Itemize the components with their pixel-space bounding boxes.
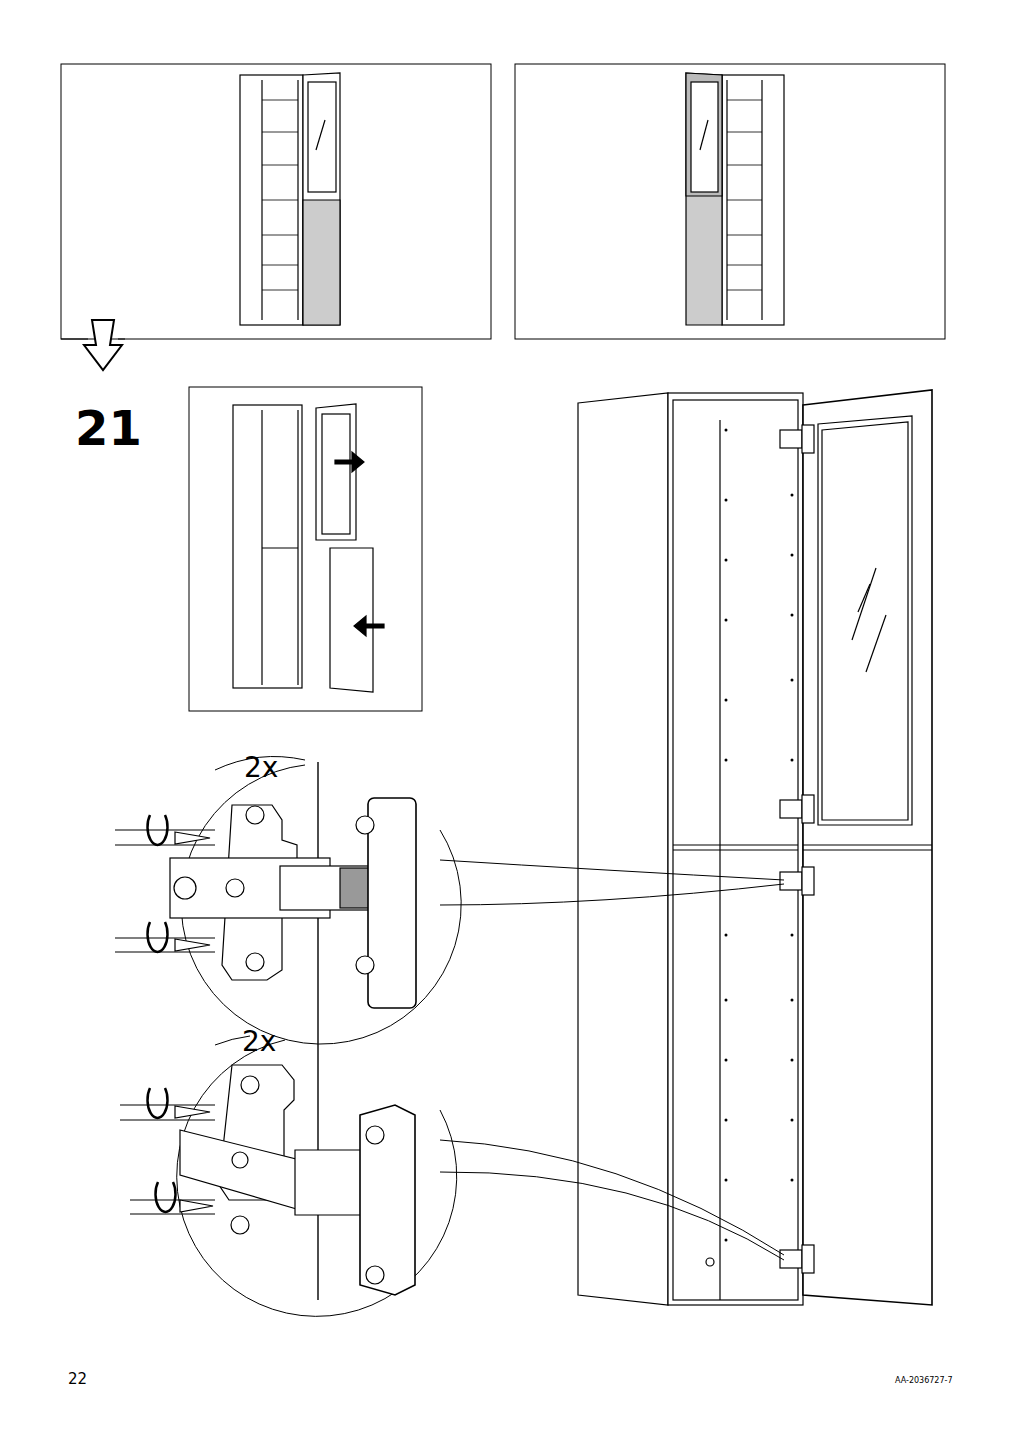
hinge-callout bbox=[120, 1030, 784, 1316]
frame bbox=[61, 64, 491, 339]
hinge-callout bbox=[115, 757, 784, 1044]
cabinet bbox=[578, 390, 932, 1305]
cabinet-inset bbox=[233, 404, 384, 692]
step-number: 21 bbox=[75, 404, 142, 452]
frame bbox=[515, 64, 945, 339]
quantity-label: 2x bbox=[244, 754, 278, 782]
inset-frame bbox=[189, 387, 422, 711]
quantity-label: 2x bbox=[242, 1028, 276, 1056]
page-number: 22 bbox=[68, 1372, 87, 1387]
document-code: AA-2036727-7 bbox=[895, 1377, 952, 1385]
cabinet-small bbox=[240, 73, 340, 325]
cabinet-small bbox=[686, 73, 784, 325]
step-arrow bbox=[84, 320, 122, 370]
